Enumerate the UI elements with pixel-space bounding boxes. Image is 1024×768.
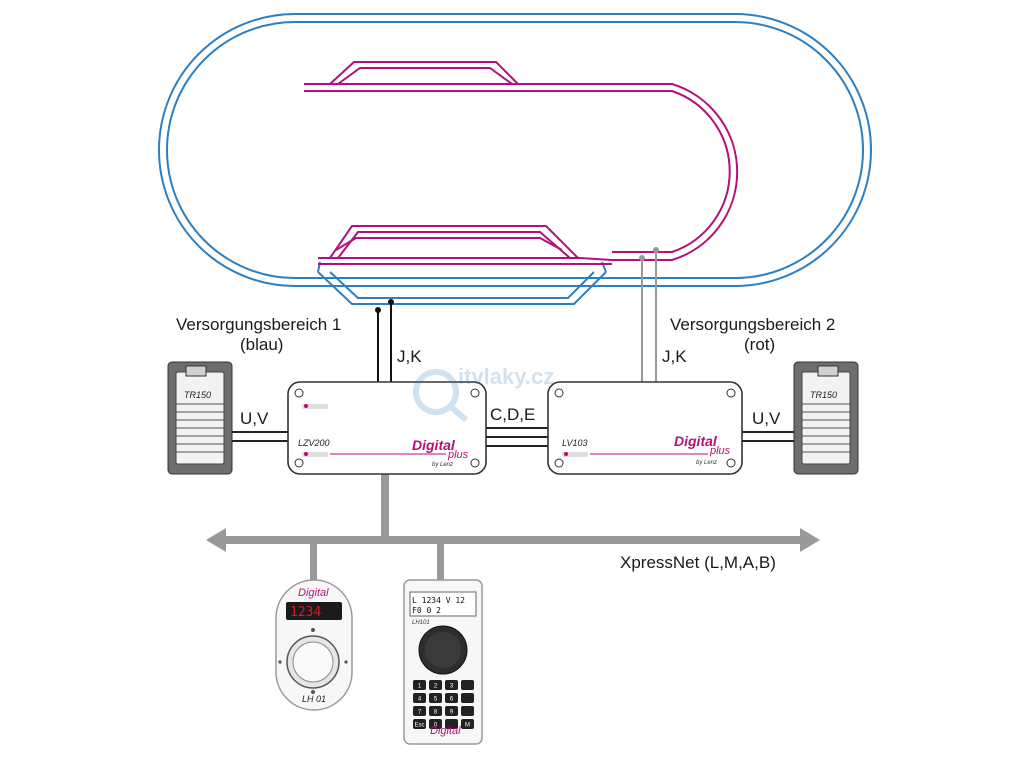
lv103-unit xyxy=(547,381,743,475)
lv103-brand: Digital xyxy=(674,433,718,449)
tr150-right-label: TR150 xyxy=(810,390,837,400)
magenta-track xyxy=(304,61,739,265)
feed-point xyxy=(639,255,645,261)
keypad-key-label: M xyxy=(465,723,470,729)
keypad-key-label: 5 xyxy=(434,697,438,703)
keypad-key-label: 9 xyxy=(450,710,454,716)
uv-right-label: U,V xyxy=(752,409,781,428)
area2-title: Versorgungsbereich 2 xyxy=(670,315,835,334)
cde-label: C,D,E xyxy=(490,405,535,424)
tr150-right-transformer xyxy=(793,361,859,475)
lv103-bylenz: by Lenz xyxy=(696,460,717,466)
feed-point xyxy=(653,247,659,253)
feed-wires-area2 xyxy=(641,250,657,382)
tr150-left-label: TR150 xyxy=(184,390,211,400)
keypad-key xyxy=(461,719,474,729)
keypad-key xyxy=(445,680,458,690)
lzv200-brand: Digital xyxy=(412,437,456,453)
jk-right-label: J,K xyxy=(662,347,687,366)
keypad-key xyxy=(413,706,426,716)
feed-point xyxy=(388,299,394,305)
lh101-display-line2: F0 0 2 xyxy=(412,606,441,615)
lv103-brand-plus: plus xyxy=(709,445,731,457)
keypad-key xyxy=(445,719,458,729)
lzv200-unit xyxy=(287,381,487,475)
area1-title: Versorgungsbereich 1 xyxy=(176,315,341,334)
blue-lower-siding xyxy=(317,261,607,305)
keypad-key xyxy=(461,680,474,690)
lh01-label: LH 01 xyxy=(302,694,326,704)
keypad-key xyxy=(445,706,458,716)
feed-wires-area1 xyxy=(377,302,392,382)
keypad-key-label: 6 xyxy=(450,697,454,703)
feed-point xyxy=(375,307,381,313)
lzv200-bylenz: by Lenz xyxy=(432,462,453,468)
keypad-key xyxy=(413,693,426,703)
keypad-key xyxy=(413,680,426,690)
keypad-key xyxy=(429,706,442,716)
lh101-brand: Digital xyxy=(430,725,461,737)
lzv200-brand-plus: plus xyxy=(447,449,469,461)
keypad-key xyxy=(461,693,474,703)
uv-left-label: U,V xyxy=(240,409,269,428)
keypad-key xyxy=(429,719,442,729)
power-connections xyxy=(230,427,796,447)
keypad-key xyxy=(461,706,474,716)
keypad-key-label: 0 xyxy=(434,723,438,729)
area2-color: (rot) xyxy=(744,335,775,354)
lh101-display-line1: L 1234 V 12 xyxy=(412,596,465,605)
keypad-key-label: 2 xyxy=(434,684,438,690)
area1-color: (blau) xyxy=(240,335,283,354)
tr150-left-transformer xyxy=(167,361,233,475)
keypad-key-label: 4 xyxy=(418,697,422,703)
keypad-key xyxy=(429,680,442,690)
lv103-label: LV103 xyxy=(562,438,588,448)
blue-track-loop xyxy=(158,13,872,287)
lh01-display: 1234 xyxy=(290,605,321,620)
xpressnet-label: XpressNet (L,M,A,B) xyxy=(620,553,776,572)
watermark-text: itvlaky.cz xyxy=(458,364,554,389)
lh101-label: LH101 xyxy=(412,620,430,626)
keypad-key xyxy=(445,693,458,703)
keypad-key-label: 7 xyxy=(418,710,422,716)
lh01-handheld xyxy=(275,579,353,711)
watermark-logo xyxy=(413,369,468,423)
keypad-key-label: Esc xyxy=(414,723,424,729)
keypad-key-label: 8 xyxy=(434,710,438,716)
lzv200-label: LZV200 xyxy=(298,438,330,448)
jk-left-label: J,K xyxy=(397,347,422,366)
keypad-key-label: 3 xyxy=(450,684,454,690)
keypad-key xyxy=(429,693,442,703)
xpressnet-bus xyxy=(206,474,820,582)
keypad-key-label: 1 xyxy=(418,684,422,690)
keypad-key xyxy=(413,719,426,729)
lh01-brand: Digital xyxy=(298,587,329,599)
